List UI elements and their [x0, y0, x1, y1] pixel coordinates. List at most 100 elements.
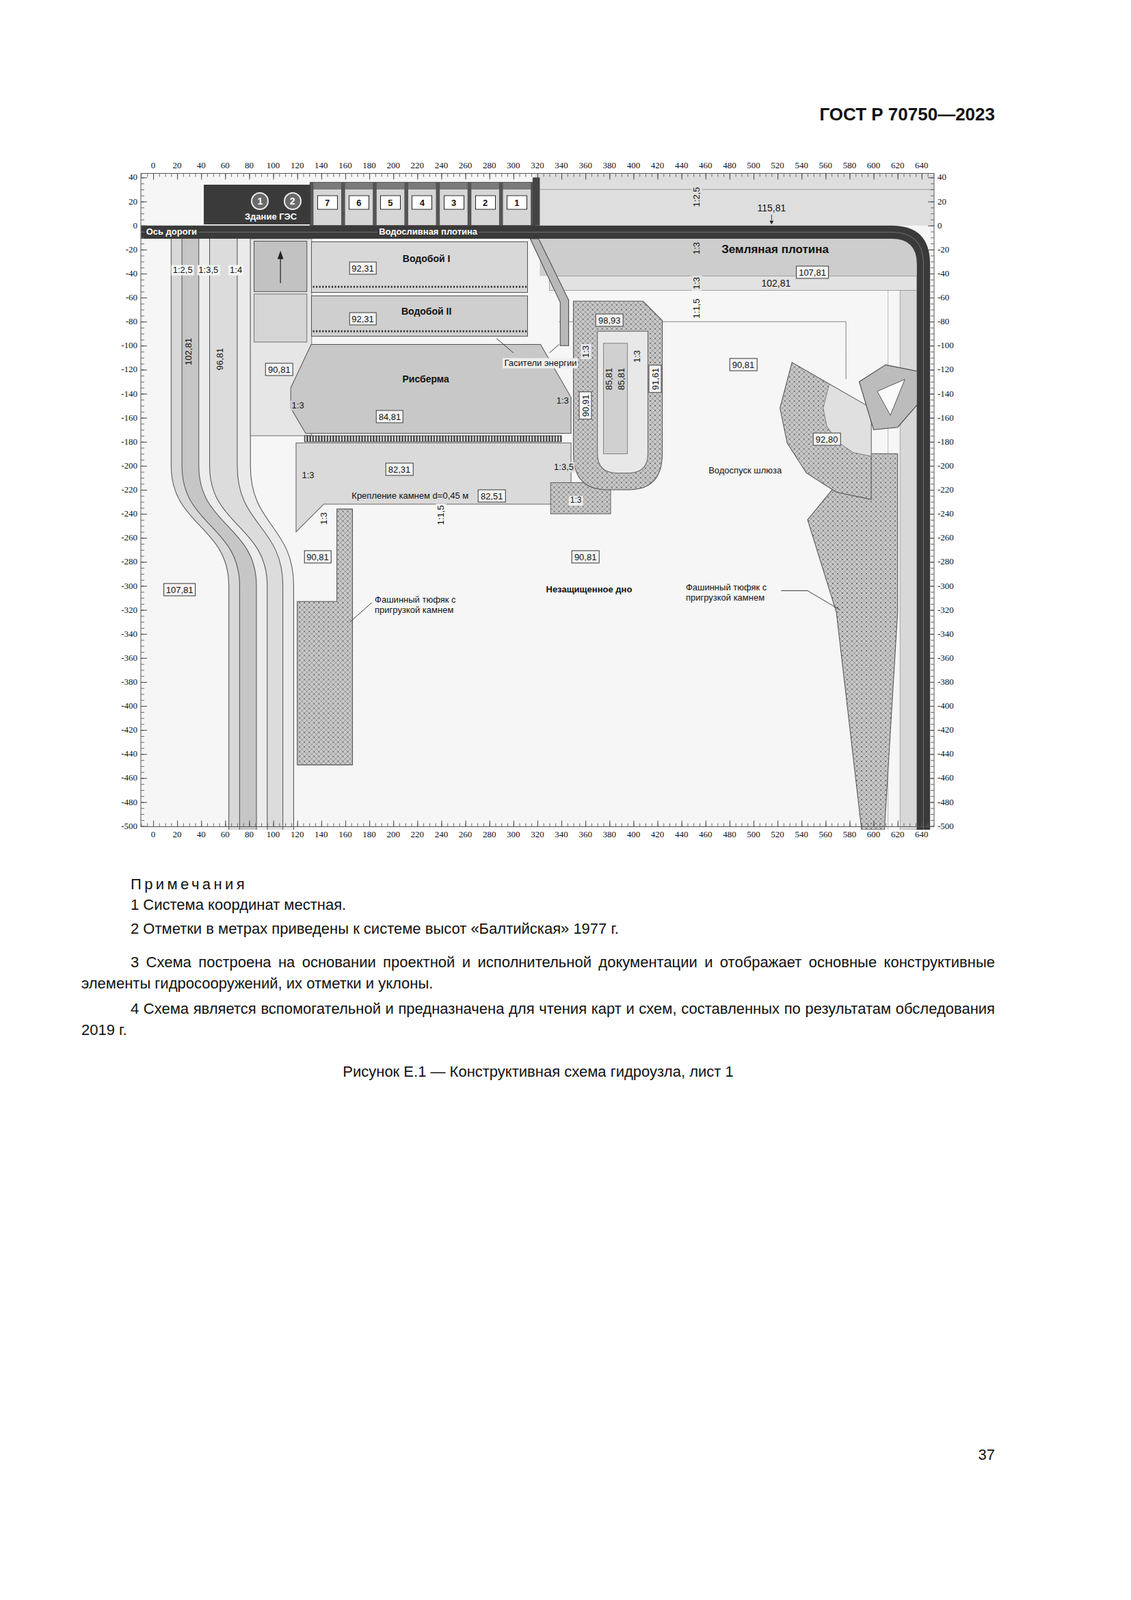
- axis-tick: 360: [578, 160, 593, 171]
- elevation-value: 98,93: [598, 315, 621, 326]
- axis-tick: 420: [650, 160, 665, 171]
- slope-ratio: 1:3,5: [196, 264, 220, 275]
- axis-tick: 160: [338, 829, 353, 840]
- powerhouse-tailrace: [250, 238, 312, 436]
- site-plan: [140, 173, 935, 830]
- elevation-tag: 92,31: [348, 311, 377, 325]
- structure-label: Земляная плотина: [721, 242, 829, 257]
- callout-number: 2: [289, 195, 296, 207]
- axis-tick: 620: [890, 829, 905, 840]
- earth-dam: [529, 238, 917, 830]
- axis-tick: -400: [937, 700, 954, 712]
- axis-tick: 240: [434, 160, 449, 171]
- region-title: Рисберма: [402, 373, 449, 385]
- axis-tick: -220: [121, 484, 138, 496]
- axis-tick: -320: [121, 604, 138, 615]
- spillway-bay: 5: [380, 195, 401, 210]
- spillway-bay: 1: [506, 195, 528, 210]
- plot-frame: [927, 173, 935, 827]
- leader-line: [780, 590, 840, 610]
- slope-ratio: 1:3: [581, 343, 592, 359]
- axis-tick: 0: [133, 220, 139, 231]
- axis-tick: 600: [867, 829, 881, 840]
- axis-tick: -400: [121, 700, 138, 712]
- callout-label: Водоспуск шлюза: [707, 464, 783, 476]
- powerhouse-tailrace: [280, 257, 282, 284]
- axis-tick: -100: [121, 340, 138, 351]
- spillway-bay: 4: [411, 195, 433, 210]
- axis-tick: 640: [914, 160, 929, 171]
- elevation-value: 85,81: [604, 366, 615, 392]
- elevation-value: 85,81: [616, 366, 627, 392]
- note-text: 3 Схема построена на основании проектной…: [81, 951, 995, 994]
- tailrace-channel: [181, 238, 240, 830]
- figure-caption: Рисунок Е.1 — Конструктивная схема гидро…: [81, 1060, 995, 1082]
- elevation-tag: 82,51: [477, 488, 507, 502]
- axis-tick: 0: [151, 829, 156, 840]
- axis-tick: -200: [937, 460, 954, 471]
- elevation-value: 82,31: [388, 464, 411, 475]
- elevation-value: 90,81: [306, 551, 329, 563]
- powerhouse: Здание ГЭС12: [203, 184, 311, 225]
- elevation-tag: 91,61: [648, 365, 662, 394]
- axis-tick: 480: [722, 160, 737, 171]
- axis-tick: 40: [937, 172, 947, 183]
- spillway-dam: [404, 181, 409, 225]
- spillway-dam: [532, 177, 541, 225]
- stone-protection: [297, 508, 353, 765]
- stone-protection: [573, 300, 663, 490]
- axis-tick: -260: [121, 532, 138, 543]
- axis-tick: 340: [554, 160, 569, 171]
- axis-tick: 420: [650, 829, 665, 840]
- axis-tick: 20: [128, 196, 138, 207]
- elevation-value: 91,61: [650, 367, 661, 391]
- callout-number: 1: [514, 197, 520, 208]
- axis-tick: -340: [121, 628, 138, 639]
- spillway-dam: [499, 181, 504, 225]
- elevation-value: 107,81: [798, 267, 827, 278]
- axis-tick: -140: [937, 388, 954, 399]
- axis-tick: -80: [937, 316, 950, 327]
- elevation-tag: 90,81: [265, 363, 294, 377]
- axis-tick: -20: [125, 244, 138, 255]
- axis-tick: 360: [578, 829, 593, 840]
- axis-tick: -160: [121, 412, 138, 423]
- slope-ratio: 1:3: [631, 348, 643, 364]
- axis-tick: 180: [362, 160, 377, 171]
- spillway-bay: 7: [317, 195, 338, 210]
- elevation-value: 82,51: [480, 490, 504, 501]
- axis-tick: 440: [674, 160, 689, 171]
- elevation-tag: 90,81: [729, 358, 758, 372]
- earth-dam: [549, 275, 917, 290]
- leader-line: [350, 602, 372, 622]
- callout-number: 7: [324, 197, 330, 208]
- elevation-tag: 107,81: [163, 582, 197, 596]
- leader-line: [769, 220, 774, 225]
- callout-label: Крепление камнем d=0,45 м: [350, 490, 470, 501]
- road: [140, 225, 930, 830]
- axis-tick: 300: [506, 829, 521, 840]
- powerhouse-tailrace: [254, 294, 308, 342]
- axis-tick: 540: [794, 160, 809, 171]
- axis-tick: 260: [458, 160, 473, 171]
- region-title: Водобой I: [402, 253, 451, 264]
- elevation-value: 84,81: [378, 410, 402, 422]
- axis-tick: -460: [121, 772, 138, 783]
- axis-tick: 480: [722, 829, 737, 840]
- powerhouse-tailrace: [250, 238, 312, 436]
- stone-protection: [597, 330, 649, 473]
- callout-number: 6: [356, 197, 362, 208]
- axis-tick: 140: [314, 160, 329, 171]
- elevation-tag: 90,81: [303, 550, 332, 564]
- axis-tick: -420: [937, 724, 954, 736]
- axis-tick: 460: [698, 829, 713, 840]
- spillway-dam: [309, 177, 541, 225]
- powerhouse-tailrace: [254, 241, 308, 292]
- leader-line: [496, 338, 514, 353]
- axis-tick: 280: [482, 160, 497, 171]
- spillway-dam: [372, 181, 377, 225]
- axis-tick: -40: [937, 268, 950, 279]
- apron: [290, 344, 571, 532]
- axis-tick: -440: [937, 748, 954, 760]
